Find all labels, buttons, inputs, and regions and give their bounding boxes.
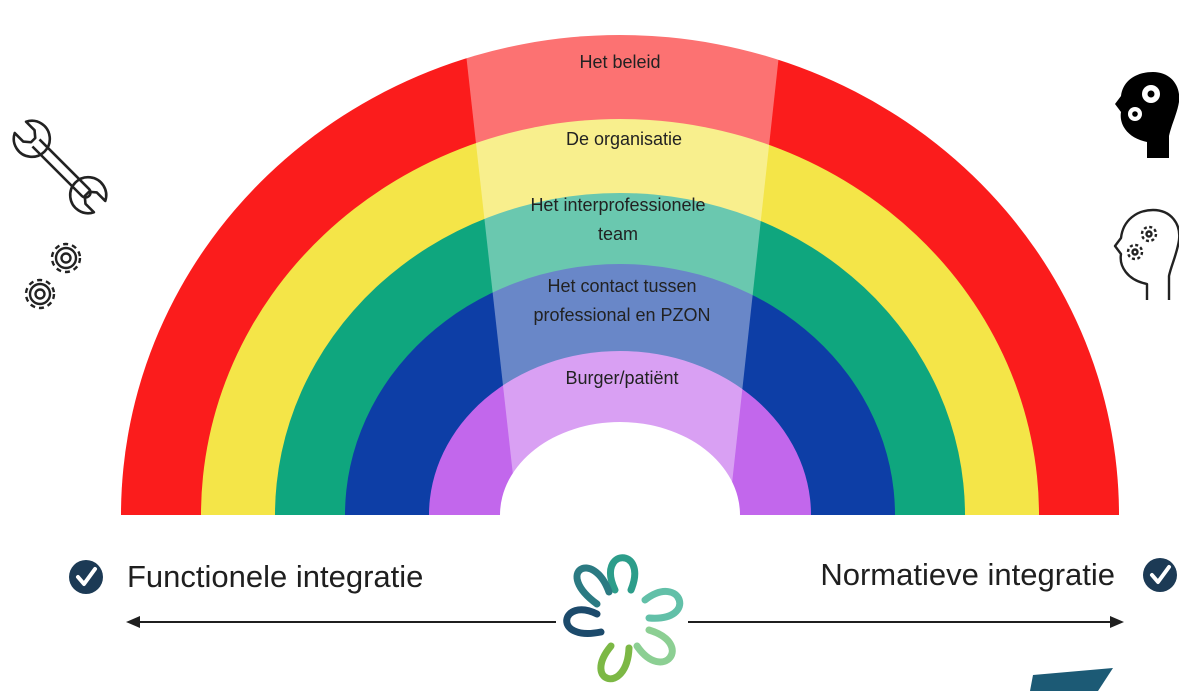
check-circle-icon-left (69, 560, 103, 594)
normative-integration-label: Normatieve integratie (820, 557, 1115, 592)
head-gears-outline-icon (1113, 208, 1179, 300)
layer-labels: Het beleid De organisatie Het interprofe… (530, 52, 710, 388)
check-circle-icon-right (1143, 558, 1177, 592)
functional-integration-label: Functionele integratie (127, 559, 423, 594)
corner-shape (1030, 668, 1113, 691)
gears-icon (24, 242, 82, 310)
rainbow-hole (500, 422, 740, 515)
label-contact-line1: Het contact tussen (547, 276, 696, 296)
knot-logo-icon (563, 554, 684, 683)
wrench-icon (12, 119, 108, 215)
label-beleid: Het beleid (579, 52, 660, 72)
left-arrow (126, 616, 556, 628)
label-contact-line2: professional en PZON (533, 305, 710, 325)
head-gears-filled-icon (1115, 72, 1179, 158)
label-team-line1: Het interprofessionele (530, 195, 705, 215)
label-burger: Burger/patiënt (565, 368, 678, 388)
label-organisatie: De organisatie (566, 129, 682, 149)
label-team-line2: team (598, 224, 638, 244)
rainbow (121, 35, 1119, 515)
right-arrow (688, 616, 1124, 628)
